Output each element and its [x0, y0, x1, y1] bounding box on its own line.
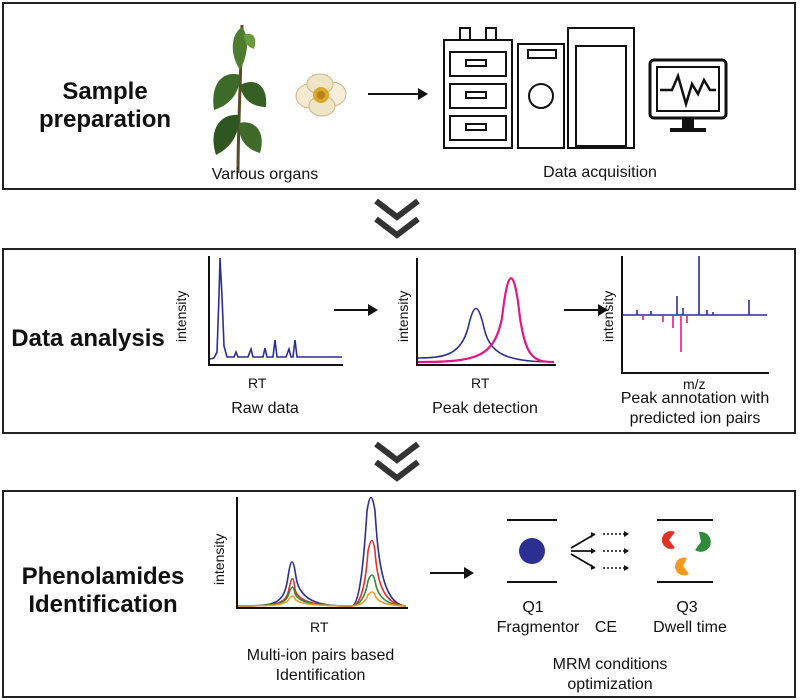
ms-spectrum-chart	[621, 256, 769, 374]
x-axis-label: RT	[248, 375, 267, 391]
peak-detection-caption: Peak detection	[432, 400, 538, 417]
caption-line-1: MRM conditions	[552, 656, 668, 673]
peak-annotation-caption: Peak annotation with predicted ion pairs	[605, 389, 785, 429]
caption-line-2: Identification	[275, 667, 366, 684]
various-organs-caption: Various organs	[211, 166, 319, 183]
y-axis-label: intensity	[600, 290, 616, 342]
tea-sprig-illustration	[213, 24, 267, 174]
data-analysis-title: Data analysis	[11, 325, 165, 352]
title-line-2: preparation	[38, 106, 172, 133]
caption-line-2: optimization	[567, 676, 653, 693]
phenolamides-identification-panel	[2, 490, 796, 698]
lc-ms-instrument-icon	[443, 27, 635, 149]
multi-ion-chromatogram	[236, 496, 408, 609]
sample-preparation-panel	[2, 2, 796, 190]
chevron-down-icon	[374, 198, 420, 239]
title-line-2: Identification	[28, 591, 178, 618]
x-axis-label: RT	[471, 375, 490, 391]
caption-line-1: Peak annotation with	[620, 390, 770, 407]
raw-data-caption: Raw data	[231, 400, 299, 417]
multi-ion-caption: Multi-ion pairs based Identification	[228, 646, 413, 686]
monitor-icon	[648, 58, 728, 132]
q1-label: Q1	[522, 599, 544, 616]
peak-detection-chart	[416, 258, 556, 366]
ce-label: CE	[594, 619, 618, 636]
arrow-icon	[334, 304, 378, 316]
mrm-caption: MRM conditions optimization	[530, 655, 690, 695]
data-acquisition-caption: Data acquisition	[543, 164, 657, 181]
arrow-icon	[564, 304, 608, 316]
y-axis-label: intensity	[395, 290, 411, 342]
y-axis-label: intensity	[211, 533, 227, 585]
fragmentation-arrows-icon	[570, 531, 629, 571]
arrow-icon	[368, 88, 428, 100]
q1-quadrupole-icon	[507, 519, 557, 583]
raw-data-chromatogram	[208, 256, 343, 366]
arrow-icon	[430, 567, 474, 579]
caption-line-1: Multi-ion pairs based	[246, 647, 395, 664]
dwell-time-label: Dwell time	[653, 619, 727, 636]
x-axis-label: m/z	[683, 376, 706, 392]
data-analysis-panel	[2, 248, 796, 434]
title-line-1: Phenolamides	[21, 563, 185, 590]
chevron-down-icon	[374, 441, 420, 482]
phenolamides-identification-title: Phenolamides Identification	[8, 563, 198, 619]
caption-line-2: predicted ion pairs	[629, 410, 761, 427]
title-line-1: Sample	[62, 78, 148, 105]
y-axis-label: intensity	[173, 290, 189, 342]
fragmentor-label: Fragmentor	[496, 619, 580, 636]
x-axis-label: RT	[310, 619, 329, 635]
q3-quadrupole-icon	[657, 519, 713, 583]
sample-preparation-title: Sample preparation	[20, 78, 190, 134]
tea-flower-illustration	[295, 73, 347, 117]
q3-label: Q3	[676, 599, 698, 616]
